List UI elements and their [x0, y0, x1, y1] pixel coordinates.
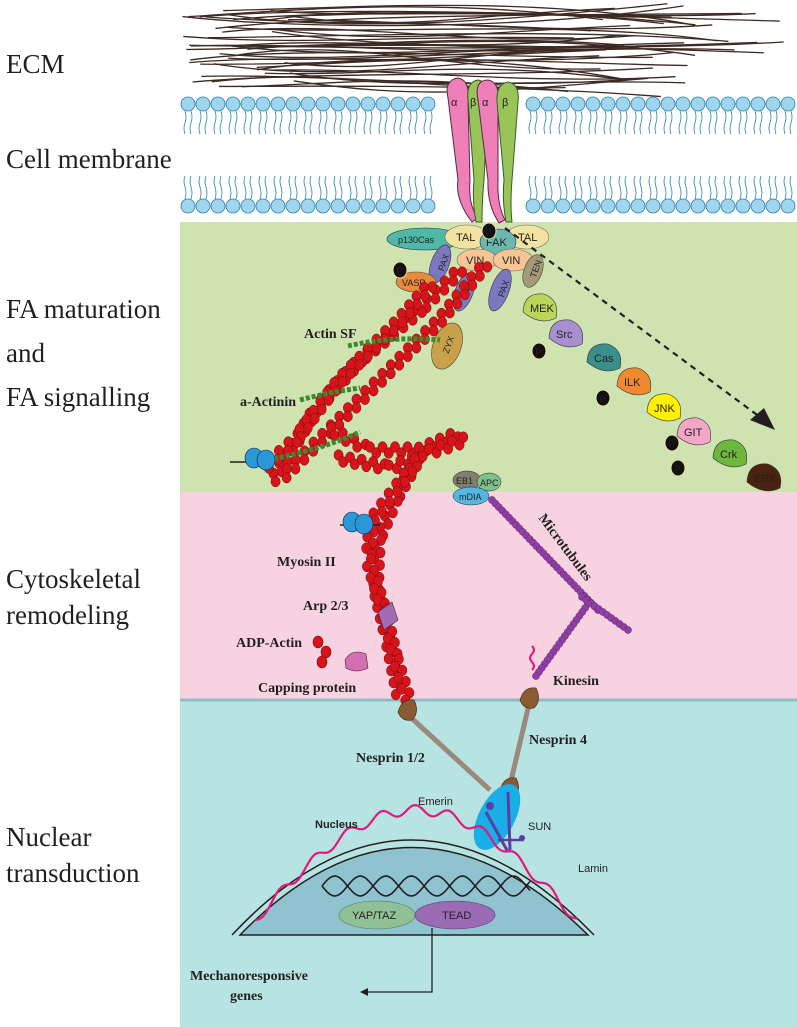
- phospho-marker: [664, 434, 680, 452]
- dna-helix: [321, 875, 531, 897]
- nucleus: YAP/TAZ TEAD: [231, 803, 595, 996]
- plus-end-tip-complex: EB1 APC mDIA: [452, 470, 502, 506]
- chain-protein-ilk: [616, 367, 652, 396]
- integrin-beta-1: β: [470, 97, 476, 109]
- label-nesprin-12: Nesprin 1/2: [356, 751, 425, 766]
- focal-adhesion-complex: p130Cas TAL TAL FAK VIN VIN PAX PAX PAX …: [386, 224, 550, 370]
- protein-p130cas: p130Cas: [398, 235, 435, 245]
- cell-membrane-bilayer: [180, 96, 796, 214]
- label-capping-protein: Capping protein: [258, 681, 356, 696]
- chain-protein-mek: [522, 293, 558, 322]
- protein-tal-left: TAL: [456, 232, 475, 244]
- protein-tal-right: TAL: [518, 232, 537, 244]
- chain-protein-src: [548, 319, 584, 348]
- label-nuclear: Nuclear: [6, 822, 91, 852]
- protein-tead: TEAD: [442, 910, 471, 922]
- label-fa-maturation: FA maturation: [6, 294, 161, 324]
- label-lamin: Lamin: [578, 863, 608, 875]
- label-adp-actin: ADP-Actin: [236, 636, 302, 651]
- chain-label-crk: Crk: [720, 449, 738, 461]
- a-actinin-crosslinks: [267, 336, 441, 463]
- protein-fak: FAK: [486, 237, 507, 249]
- actin-filaments: [263, 261, 493, 706]
- protein-vasp: VASP: [402, 278, 425, 288]
- chain-label-mek: MEK: [530, 303, 555, 315]
- capping-protein: [344, 651, 369, 672]
- label-a-actinin: a-Actinin: [240, 395, 296, 410]
- integrin-dimers: α β α β: [446, 77, 519, 224]
- microtubules: [488, 496, 632, 680]
- label-emerin: Emerin: [418, 796, 453, 808]
- ecm-fibers: [182, 3, 784, 98]
- label-nesprin-4: Nesprin 4: [529, 733, 587, 748]
- chain-label-ilk: ILK: [624, 377, 641, 389]
- chain-protein-cas: [586, 343, 622, 372]
- label-transduction: transduction: [6, 858, 140, 888]
- phospho-marker: [531, 342, 547, 360]
- integrin-alpha-2: α: [482, 97, 489, 109]
- arp23-complex: [377, 601, 399, 631]
- signalling-arrowhead: [750, 408, 775, 430]
- chain-protein-crk: [712, 439, 748, 468]
- protein-yap-taz: YAP/TAZ: [352, 910, 396, 922]
- phospho-marker: [670, 459, 686, 477]
- phospho-label: P: [397, 266, 403, 276]
- phospho-label: P: [486, 227, 492, 237]
- label-sun: SUN: [528, 821, 551, 833]
- integrin-alpha-1: α: [451, 97, 458, 109]
- myosin-heads: [230, 447, 380, 535]
- integrin-beta-2: β: [502, 97, 508, 109]
- label-fa-signalling: FA signalling: [6, 382, 150, 412]
- label-ecm: ECM: [6, 49, 65, 79]
- label-mechanoresponsive: Mechanoresponsive: [190, 969, 308, 984]
- chain-label-erk: ERK: [754, 473, 777, 485]
- chain-protein-git: [676, 417, 712, 446]
- cyto-region-band: [180, 492, 797, 700]
- protein-apc: APC: [480, 478, 499, 488]
- protein-mdia: mDIA: [459, 492, 482, 502]
- phospho-marker: [595, 389, 611, 407]
- lamin-wave: [254, 803, 578, 922]
- label-fa-and: and: [6, 338, 45, 368]
- protein-eb1: EB1: [456, 476, 473, 486]
- chain-protein-erk: [746, 463, 782, 492]
- chain-label-src: Src: [556, 329, 573, 341]
- phospho-label: P: [536, 347, 542, 357]
- phospho-label: P: [600, 394, 606, 404]
- label-genes: genes: [230, 989, 263, 1004]
- chain-label-git: GIT: [684, 427, 703, 439]
- phosphorylation-markers: P P P P P P: [392, 222, 686, 477]
- label-myosin-ii: Myosin II: [277, 555, 336, 570]
- label-arp23: Arp 2/3: [303, 599, 349, 614]
- chain-label-jnk: JNK: [654, 403, 675, 415]
- phospho-label: P: [675, 464, 681, 474]
- chain-protein-jnk: [646, 393, 682, 422]
- label-cytoskeletal: Cytoskeletal: [6, 564, 141, 594]
- adp-actin-monomers: [312, 635, 332, 669]
- phospho-label: P: [669, 439, 675, 449]
- phospho-marker: [392, 261, 408, 279]
- phospho-marker: [481, 222, 497, 240]
- gene-arrow: [365, 928, 433, 993]
- protein-vin-right: VIN: [502, 255, 520, 267]
- linc-complex: [397, 687, 539, 853]
- label-actin-sf: Actin SF: [304, 327, 357, 342]
- label-kinesin: Kinesin: [553, 674, 599, 689]
- label-cell-membrane: Cell membrane: [6, 144, 172, 174]
- label-nucleus: Nucleus: [315, 819, 358, 831]
- chain-label-cas: Cas: [594, 353, 614, 365]
- label-remodeling: remodeling: [6, 600, 129, 630]
- kinesin-motor: [529, 645, 535, 671]
